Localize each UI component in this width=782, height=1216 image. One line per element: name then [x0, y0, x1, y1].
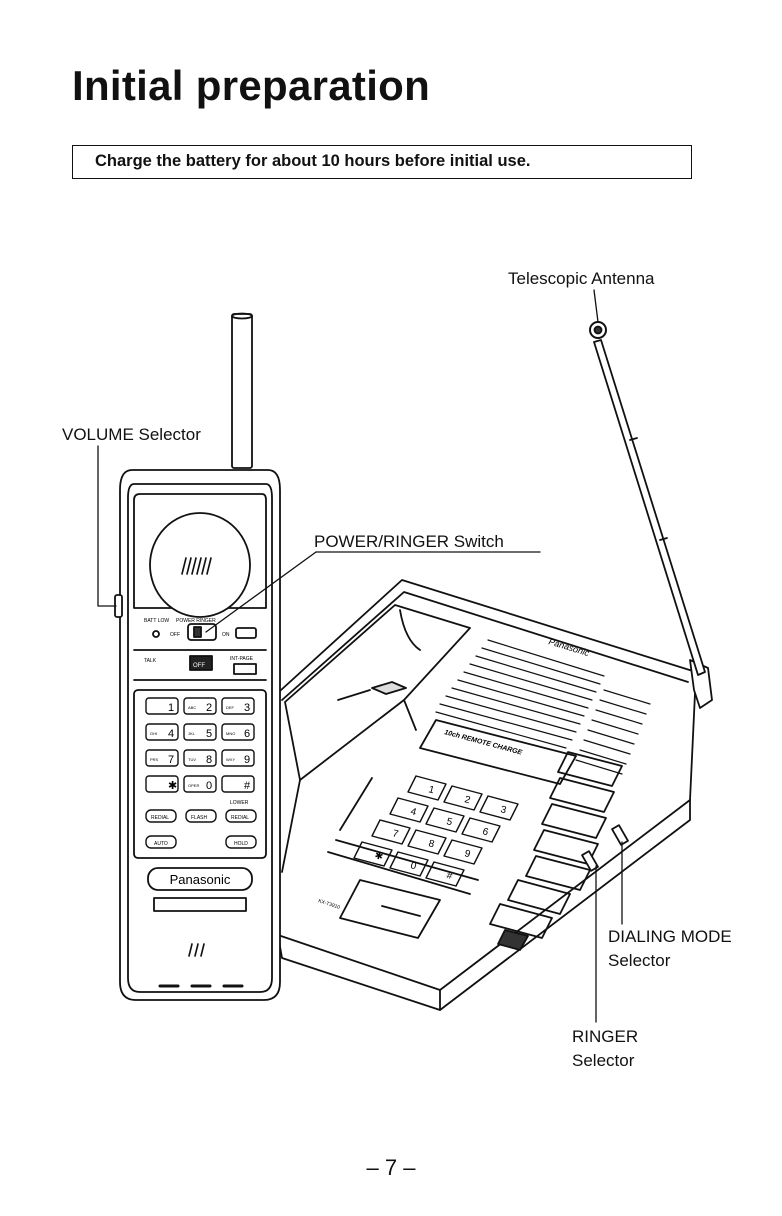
- handset-int-page-label: INT-PAGE: [230, 656, 254, 662]
- handset-key-4: 5: [206, 728, 212, 740]
- handset-key-3: 4: [168, 728, 174, 740]
- handset-on-label: ON: [222, 632, 230, 638]
- handset-keypad: [145, 697, 257, 849]
- earpiece-speaker-icon: [181, 557, 212, 575]
- callout-dialing-mode-line2: Selector: [608, 951, 671, 970]
- handset-func2-key-0: AUTO: [154, 841, 168, 847]
- callout-leaders: [97, 289, 623, 1023]
- handset-off-label: OFF: [170, 632, 180, 638]
- handset-func-key-2: REDIAL: [231, 815, 249, 821]
- handset-func-key-1: FLASH: [191, 815, 208, 821]
- handset-function-labels: REDIAL FLASH REDIAL AUTO HOLD: [151, 815, 249, 847]
- base-key-7: 8: [427, 838, 436, 850]
- base-side-selectors: [581, 824, 629, 872]
- handset-key-7: 8: [206, 754, 212, 766]
- handset-brand: Panasonic: [170, 872, 231, 887]
- handset-key-letters-5: MNO: [226, 731, 235, 736]
- base-key-9: ✱: [373, 850, 384, 863]
- handset-off-button-label: OFF: [193, 663, 205, 669]
- handset-func2-key-1: HOLD: [234, 841, 248, 847]
- callout-power-ringer-switch: POWER/RINGER Switch: [314, 532, 504, 551]
- handset-key-8: 9: [244, 754, 250, 766]
- handset-key-letters-2: DEF: [226, 705, 235, 710]
- base-key-10: 0: [409, 860, 418, 872]
- callout-ringer-line1: RINGER: [572, 1027, 639, 1046]
- handset-key-2: 3: [244, 702, 250, 714]
- handset-key-letters-4: JKL: [188, 731, 196, 736]
- base-key-0: 1: [427, 784, 436, 796]
- handset-key-digits: 1 2 ABC 3 DEF 4 GHI 5 JKL 6 MNO 7 PRS 8 TUV 9 WXY ✱ 0 OPER #: [150, 702, 251, 792]
- base-key-5: 6: [481, 826, 490, 838]
- telescopic-antenna-icon: [589, 321, 706, 676]
- base-key-3: 4: [409, 806, 418, 818]
- handset-power-ringer-label: POWER RINGER: [176, 618, 216, 624]
- handset-talk-label: TALK: [144, 658, 157, 664]
- handset-key-9: ✱: [168, 780, 177, 792]
- handset-key-letters-10: OPER: [188, 783, 199, 788]
- base-key-11: #: [445, 870, 454, 882]
- handset: [114, 312, 281, 1001]
- page-title: Initial preparation: [72, 62, 431, 109]
- microphone-icon: [188, 943, 205, 957]
- base-key-1: 2: [463, 794, 472, 806]
- base-keypad: [353, 775, 519, 887]
- base-key-8: 9: [463, 848, 472, 860]
- callout-ringer-line2: Selector: [572, 1051, 635, 1070]
- callout-dialing-mode-line1: DIALING MODE: [608, 927, 732, 946]
- battery-notice: Charge the battery for about 10 hours be…: [72, 145, 692, 179]
- handset-key-6: 7: [168, 754, 174, 766]
- handset-key-letters-7: TUV: [188, 757, 196, 762]
- base-key-2: 3: [499, 804, 508, 816]
- handset-func-key-0: REDIAL: [151, 815, 169, 821]
- base-speaker-grille: [435, 639, 651, 775]
- handset-key-11: #: [244, 780, 251, 792]
- handset-antenna-icon: [231, 313, 253, 469]
- base-key-6: 7: [391, 828, 400, 840]
- base-key-4: 5: [445, 816, 454, 828]
- handset-key-5: 6: [244, 728, 250, 740]
- handset-key-letters-8: WXY: [226, 757, 235, 762]
- battery-notice-text: Charge the battery for about 10 hours be…: [95, 152, 531, 170]
- handset-lower-label: LOWER: [230, 800, 249, 806]
- page-number: – 7 –: [366, 1155, 416, 1180]
- handset-batt-low-label: BATT LOW: [144, 618, 169, 624]
- handset-key-10: 0: [206, 780, 212, 792]
- handset-key-letters-6: PRS: [150, 757, 159, 762]
- handset-key-letters-1: ABC: [188, 705, 196, 710]
- callout-volume-selector: VOLUME Selector: [62, 425, 201, 444]
- handset-key-0: 1: [168, 702, 174, 714]
- handset-key-letters-3: GHI: [150, 731, 157, 736]
- callout-telescopic-antenna: Telescopic Antenna: [508, 269, 655, 288]
- base-unit: [269, 579, 713, 1011]
- handset-key-1: 2: [206, 702, 212, 714]
- base-key-digits: 1 2 3 4 5 6 7 8 9 ✱ 0 #: [373, 784, 508, 882]
